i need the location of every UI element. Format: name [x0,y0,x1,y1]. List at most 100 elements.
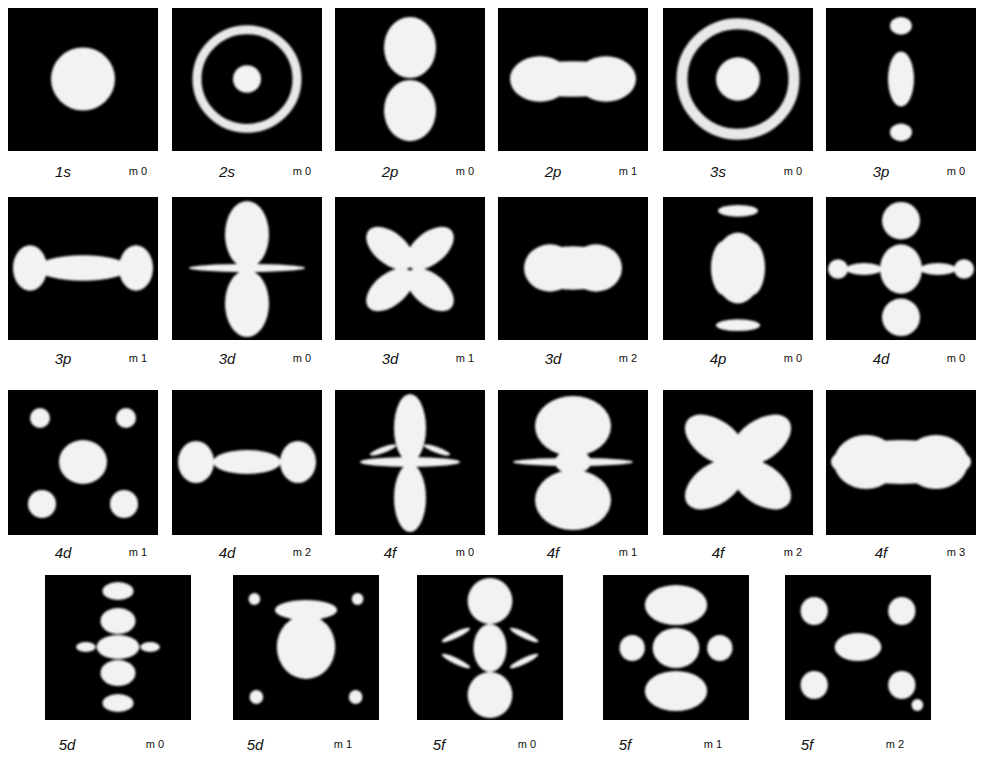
orbital-name: 5f [433,737,446,752]
orbital-lobe [59,440,107,484]
orbital-lobe [920,263,956,275]
tile-ground [335,390,485,535]
orbital-name: 2p [545,164,562,179]
orbital-lobe [110,490,138,518]
orbital-lobe [716,57,760,100]
quantum-number: m 3 [947,547,965,558]
orbital-tile [826,197,976,340]
orbital-name: 3d [382,351,399,366]
orbital-lobe [30,408,50,428]
tile-ground [8,197,158,340]
tile-ground [826,390,976,535]
orbital-lobe [116,408,136,428]
orbital-lobe [509,652,540,671]
orbital-name: 3s [710,164,726,179]
orbital-name: 4d [55,545,72,560]
orbital-lobe [441,652,472,671]
orbital-lobe [576,56,636,101]
tile-ground [172,390,322,535]
quantum-number: m 2 [293,547,311,558]
orbital-lobe [888,51,914,106]
orbital-lobe [890,123,912,141]
quantum-number: m 0 [784,353,802,364]
orbital-name: 2s [219,164,235,179]
orbital-lobe [904,435,968,489]
orbital-name: 5f [619,737,632,752]
orbital-name: 3p [55,351,72,366]
tile-ground [498,8,648,151]
quantum-number: m 1 [456,353,474,364]
orbital-lobe [828,259,848,279]
orbital-lobe [100,660,135,686]
orbital-lobe [423,442,451,457]
orbital-name: 1s [55,164,71,179]
tile-ground [335,8,485,151]
orbital-name: 3d [545,351,562,366]
orbital-lobe [225,270,269,337]
quantum-number: m 1 [334,739,352,750]
orbital-lobe [890,17,912,35]
orbital-tile [498,8,648,151]
tile-ground [498,390,648,535]
orbital-name: 2p [382,164,399,179]
orbital-lobe [394,394,426,462]
orbital-lobe [28,490,56,518]
orbital-lobe [954,259,974,279]
orbital-lobe [349,690,363,704]
orbital-lobe [51,47,115,110]
orbital-lobe [835,633,882,661]
orbital-lobe [535,396,611,456]
orbital-lobe [645,671,707,711]
orbital-lobe [102,582,133,600]
orbital-lobe [197,30,297,129]
orbital-lobe [76,642,95,652]
orbital-name: 4d [219,545,236,560]
orbital-lobe [718,205,758,217]
tile-ground [172,8,322,151]
orbital-name: 4f [712,545,725,560]
orbital-lobe [846,263,882,275]
tile-ground [603,575,749,720]
orbital-tile [826,8,976,151]
quantum-number: m 1 [704,739,722,750]
orbital-lobe [225,201,269,268]
orbital-lobe [834,435,898,489]
orbital-name: 4f [875,545,888,560]
orbital-tile [335,390,485,535]
orbital-tile [417,575,563,720]
orbital-lobe [888,597,915,625]
tile-ground [8,390,158,535]
orbital-name: 3p [873,164,890,179]
orbital-lobe [653,628,700,668]
orbital-tile [45,575,191,720]
orbital-lobe [645,585,707,625]
quantum-number: m 0 [129,166,147,177]
tile-ground [233,575,379,720]
tile-ground [663,390,813,535]
orbital-name: 4d [873,351,890,366]
orbital-lobe [570,244,622,291]
orbital-lobe [737,240,765,295]
orbital-lobe [882,299,920,336]
orbital-lobe [97,635,140,659]
orbital-lobe [441,626,472,645]
tile-ground [663,197,813,340]
orbital-lobe [102,694,133,712]
orbital-lobe [682,24,794,134]
orbital-tile [172,390,322,535]
orbital-tile [498,390,648,535]
orbital-tile [498,197,648,340]
orbital-lobe [360,457,460,467]
orbital-tile [663,197,813,340]
orbital-lobe [178,441,214,483]
orbital-lobe [369,442,397,457]
quantum-number: m 0 [293,353,311,364]
orbital-tile [335,8,485,151]
orbital-name: 5d [59,737,76,752]
orbital-lobe [250,690,264,704]
orbital-lobe [352,593,364,605]
orbital-tile [8,390,158,535]
orbital-lobe [37,255,129,281]
orbital-tile [785,575,931,720]
tile-ground [8,8,158,151]
